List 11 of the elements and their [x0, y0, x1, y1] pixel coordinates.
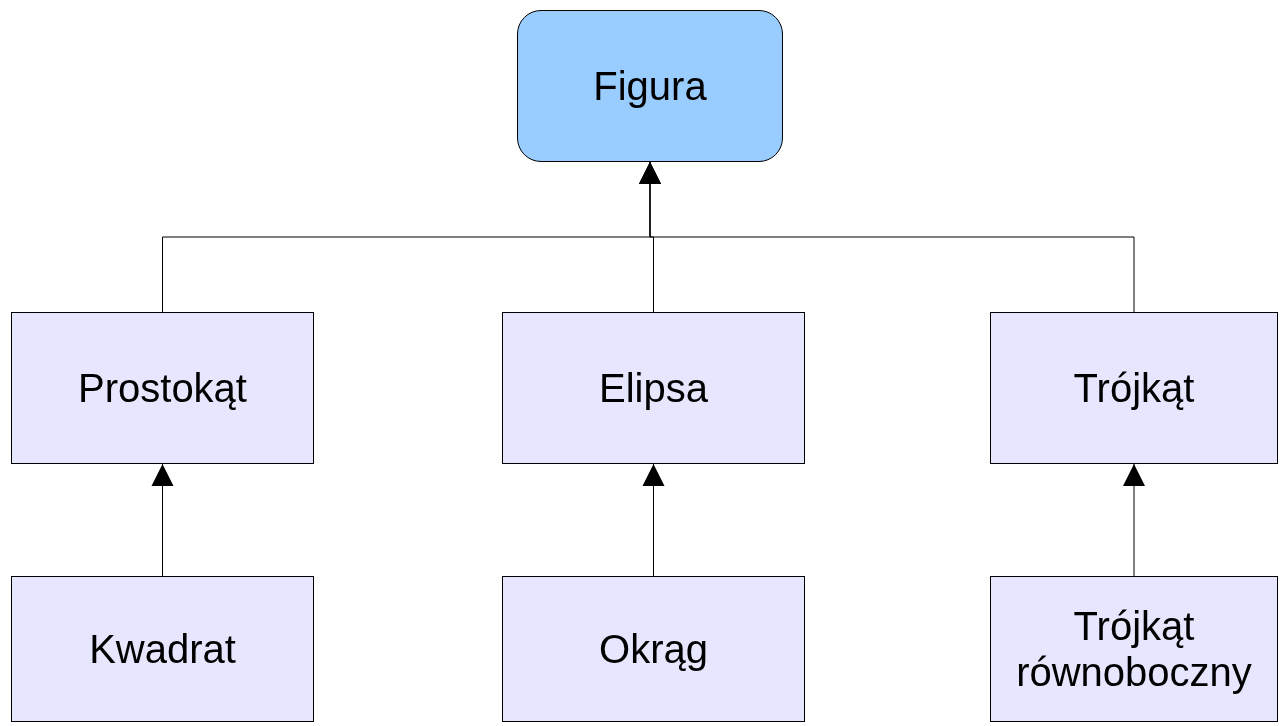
class-box: Kwadrat [11, 576, 314, 722]
class-box: Trójkąt równoboczny [990, 576, 1278, 722]
class-box: Elipsa [502, 312, 805, 464]
arrow [1123, 463, 1145, 577]
arrow [639, 161, 1135, 313]
rounded-box: Figura [517, 10, 783, 162]
arrow [151, 463, 174, 577]
arrow [642, 463, 665, 577]
class-box: Trójkąt [990, 312, 1278, 464]
class-box: Okrąg [502, 576, 805, 722]
class-box: Prostokąt [11, 312, 314, 464]
